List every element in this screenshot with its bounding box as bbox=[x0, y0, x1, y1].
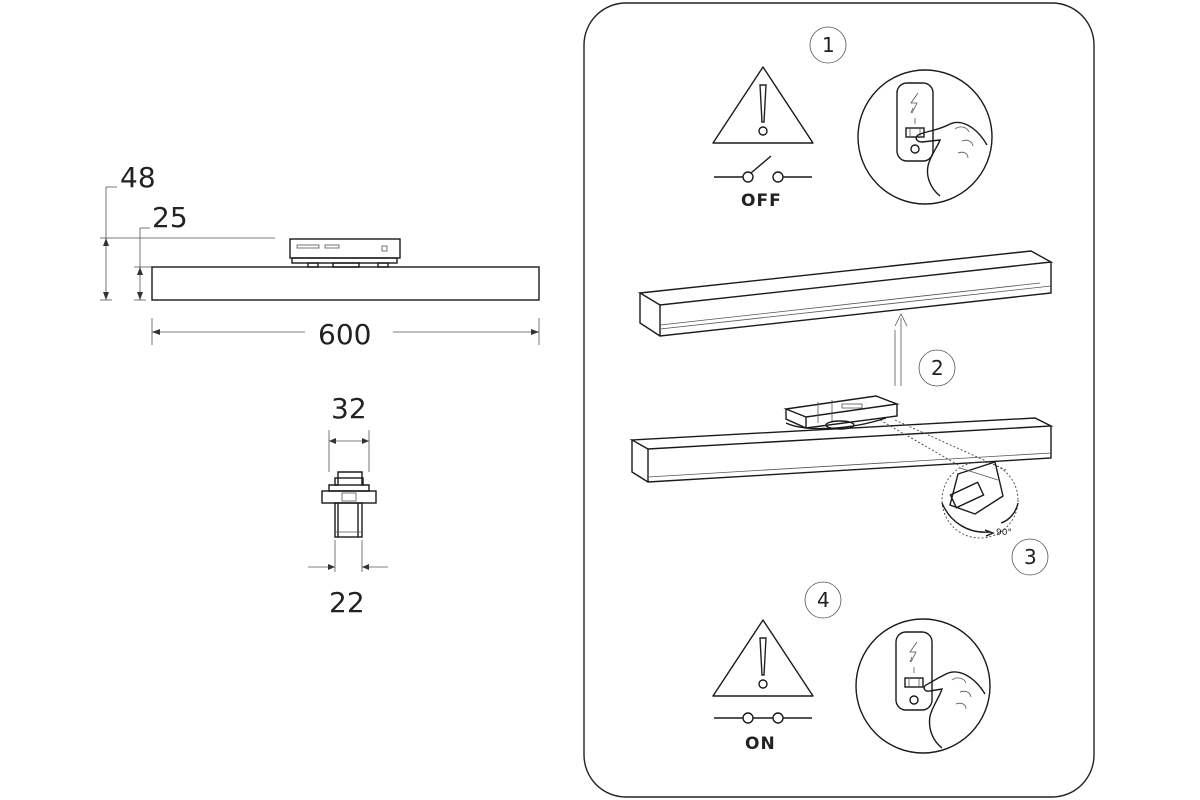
state-label-on: ON bbox=[745, 734, 776, 754]
state-label-off: OFF bbox=[741, 191, 782, 211]
dimension-length: 600 bbox=[318, 318, 371, 351]
step-2-number: 2 bbox=[931, 356, 944, 380]
rotation-label: 90° bbox=[996, 528, 1012, 538]
rotate-adapter-detail: 90° bbox=[941, 461, 1019, 539]
dimension-adapter-width: 32 bbox=[331, 392, 367, 425]
instruction-panel: 1 OFF bbox=[583, 2, 1095, 798]
step-3-number: 3 bbox=[1024, 545, 1037, 569]
mounting-profile bbox=[637, 250, 1054, 337]
switch-on-icon bbox=[714, 712, 812, 724]
dimension-height-body: 25 bbox=[152, 201, 188, 234]
luminaire-with-adapter bbox=[629, 395, 1054, 483]
arrow-up-icon bbox=[894, 313, 908, 386]
switch-off-icon bbox=[714, 155, 812, 183]
switch-panel-off-icon bbox=[857, 69, 993, 205]
step-1: 1 OFF bbox=[712, 26, 993, 211]
step-4-number: 4 bbox=[817, 588, 830, 612]
warning-triangle-icon bbox=[712, 619, 814, 697]
track-adapter-side bbox=[289, 238, 401, 268]
warning-triangle-icon bbox=[712, 66, 814, 144]
cross-section-drawing: 32 22 bbox=[308, 392, 388, 619]
switch-panel-on-icon bbox=[855, 618, 991, 754]
step-2: 2 bbox=[629, 250, 1054, 483]
dimension-profile-width: 22 bbox=[329, 586, 365, 619]
step-4: 4 ON bbox=[712, 581, 991, 754]
dimension-height-total: 48 bbox=[120, 161, 156, 194]
luminaire-body-side bbox=[151, 266, 540, 301]
step-1-number: 1 bbox=[822, 33, 835, 57]
side-view-drawing: 48 25 bbox=[100, 161, 540, 351]
step-3: 90° 3 bbox=[941, 461, 1049, 576]
